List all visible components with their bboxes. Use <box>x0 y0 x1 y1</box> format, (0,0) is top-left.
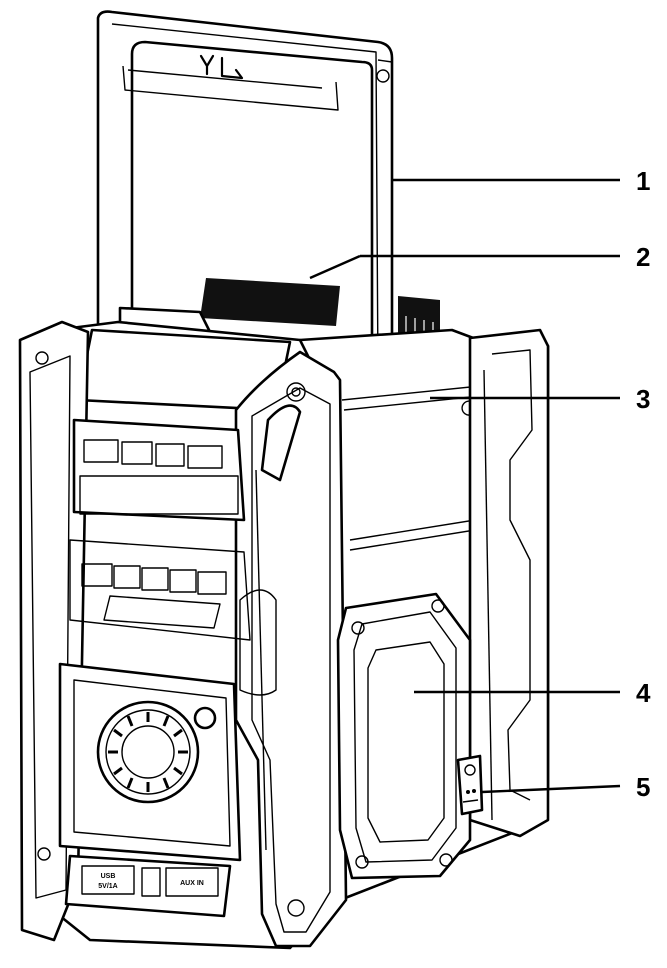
svg-text:5V/1A: 5V/1A <box>98 883 117 890</box>
svg-text:USB: USB <box>101 873 116 880</box>
callout-label-4: 4 <box>636 678 651 708</box>
preset-buttons-bottom <box>81 563 227 595</box>
callout-4: 4 <box>414 678 651 708</box>
callout-2: 2 <box>309 242 650 280</box>
usb-port: USB 5V/1A <box>81 865 135 895</box>
preset-buttons-top <box>83 439 223 469</box>
callout-label-2: 2 <box>636 242 650 272</box>
leader-line-5 <box>481 784 621 794</box>
top-grille <box>118 278 440 362</box>
callout-1: 1 <box>392 166 650 196</box>
leader-line-2a <box>309 254 361 280</box>
housing: USB 5V/1A AUX IN <box>18 320 550 950</box>
callout-label-1: 1 <box>636 166 650 196</box>
volume-knob <box>96 700 200 804</box>
callout-5: 5 <box>481 772 650 802</box>
handle <box>96 10 394 384</box>
power-button <box>193 706 217 730</box>
callout-label-3: 3 <box>636 384 650 414</box>
callout-3: 3 <box>430 384 650 414</box>
svg-text:AUX IN: AUX IN <box>180 880 204 887</box>
callout-label-5: 5 <box>636 772 650 802</box>
aux-port: AUX IN <box>165 867 219 897</box>
side-panel <box>336 592 472 880</box>
dc-port <box>456 754 484 816</box>
antenna-icon <box>199 54 244 80</box>
